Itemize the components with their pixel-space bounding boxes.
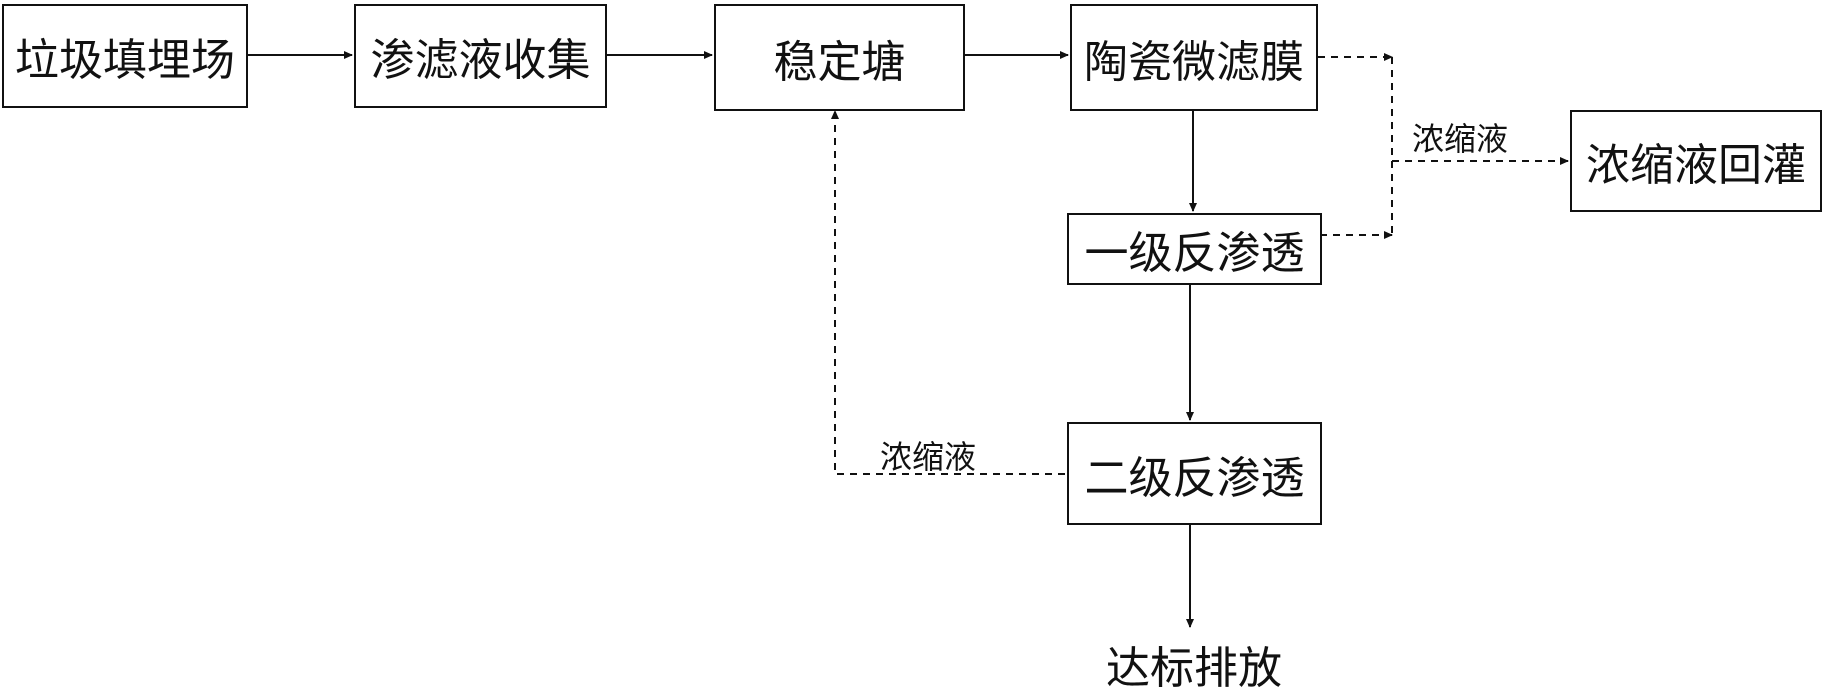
- node-concentrate-recirculation: 浓缩液回灌: [1570, 110, 1822, 212]
- node-leachate-collection: 渗滤液收集: [354, 4, 607, 108]
- label-concentrate-left: 浓缩液: [880, 438, 977, 476]
- node-stabilization-pond: 稳定塘: [714, 4, 965, 111]
- node-landfill: 垃圾填埋场: [2, 4, 248, 108]
- label-concentrate-right: 浓缩液: [1412, 120, 1509, 158]
- node-ro-stage1: 一级反渗透: [1067, 213, 1322, 285]
- output-discharge: 达标排放: [1106, 643, 1282, 694]
- node-ro-stage2: 二级反渗透: [1067, 422, 1322, 525]
- dashed-ro2-to-pond: [831, 110, 1065, 475]
- node-ceramic-microfiltration: 陶瓷微滤膜: [1070, 4, 1318, 111]
